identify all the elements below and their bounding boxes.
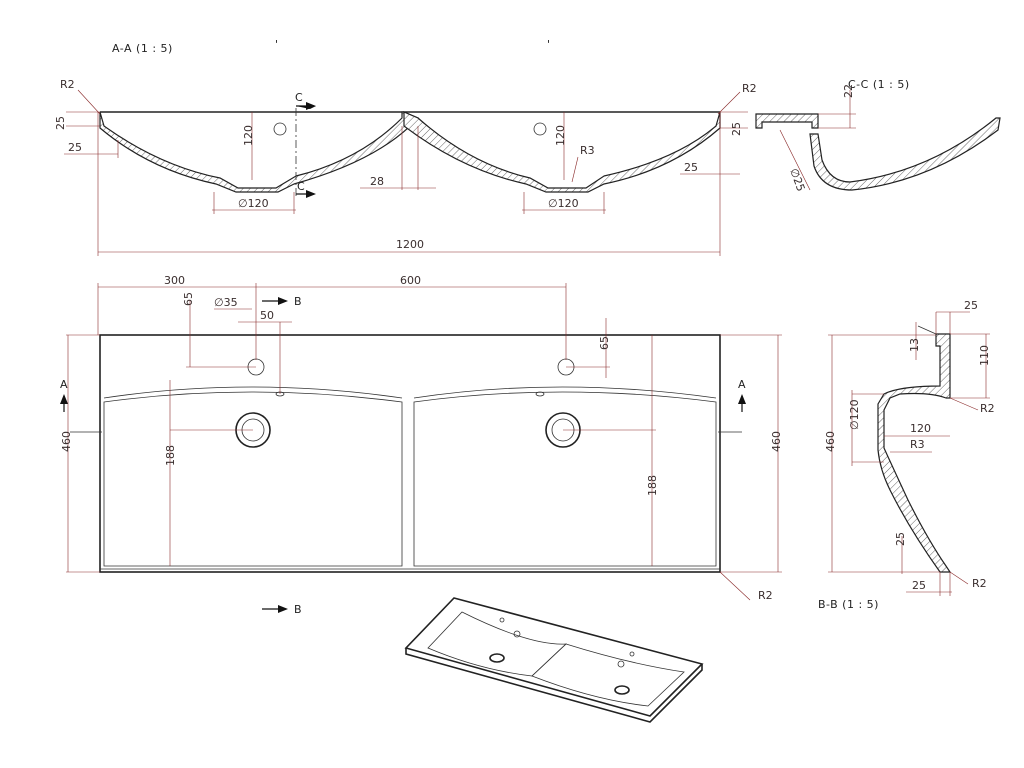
arrow-c-bottom-head <box>306 190 316 198</box>
dim-110: 110 <box>978 345 991 366</box>
dim-25-right-h: 25 <box>684 161 698 174</box>
dim-22: 22 <box>842 84 855 98</box>
dim-120-bb: 120 <box>910 422 931 435</box>
dim-460-bb: 460 <box>824 431 837 452</box>
dim-120-right: 120 <box>554 125 567 146</box>
dim-25-right-v: 25 <box>730 122 743 136</box>
cc-section-profile <box>755 113 819 129</box>
iso-left-tap-hole <box>489 653 505 663</box>
dim-28: 28 <box>370 175 384 188</box>
tick-mark: ' <box>547 38 551 51</box>
bb-section-profile <box>877 333 952 573</box>
dim-25-left-v: 25 <box>54 116 67 130</box>
dim-dia120-bb: ∅120 <box>848 399 861 430</box>
section-letter-b-top: B <box>294 295 302 308</box>
plan-outline <box>99 334 721 573</box>
dim-r2-bb-bottom: R2 <box>972 577 987 590</box>
arrow-c-top-head <box>306 102 316 110</box>
iso-left-drain <box>513 630 521 638</box>
dim-25-left-h: 25 <box>68 141 82 154</box>
dim-r2-left: R2 <box>60 78 75 91</box>
section-letter-b-bottom: B <box>294 603 302 616</box>
plan-left-bowl <box>103 391 403 567</box>
isometric-view <box>404 597 704 723</box>
aa-right-bowl-section <box>403 111 721 193</box>
dim-25-bb-bottom-v: 25 <box>894 532 907 546</box>
dim-dia35: ∅35 <box>214 296 238 309</box>
section-cc-view: C-C (1 : 5) 22 ∅25 <box>755 78 1001 194</box>
arrow-b-bottom-head <box>278 605 288 613</box>
section-aa-title: A-A (1 : 5) <box>112 42 173 55</box>
iso-right-tap-hole <box>614 685 630 695</box>
dim-460-right: 460 <box>770 431 783 452</box>
dim-460-left: 460 <box>60 431 73 452</box>
cut-label-c-bottom: C <box>297 180 305 193</box>
dim-r3-aa: R3 <box>580 144 595 157</box>
dim-65-right: 65 <box>598 336 611 350</box>
dim-dia120-left: ∅120 <box>238 197 269 210</box>
section-bb-title: B-B (1 : 5) <box>818 598 879 611</box>
arrow-b-top-head <box>278 297 288 305</box>
iso-left-overflow <box>499 617 505 623</box>
dimline <box>77 89 101 115</box>
dim-120-left: 120 <box>242 125 255 146</box>
dimline <box>779 129 811 191</box>
aa-left-tap-hole <box>273 122 287 136</box>
dim-188-right: 188 <box>646 475 659 496</box>
dim-r2-right: R2 <box>742 82 757 95</box>
dim-13: 13 <box>908 338 921 352</box>
aa-right-tap-hole <box>533 122 547 136</box>
dim-1200: 1200 <box>396 238 424 251</box>
dimline <box>717 91 741 115</box>
plan-left-bowl-rim <box>103 386 403 399</box>
arrow-a-left-head <box>60 394 68 404</box>
cut-label-c-top: C <box>295 91 303 104</box>
plan-view: 300 600 65 ∅35 50 65 460 460 188 188 R2 <box>60 274 783 616</box>
section-aa-view: A-A (1 : 5) ' ' C C 1200 25 25 R2 R2 <box>54 38 757 256</box>
dim-600: 600 <box>400 274 421 287</box>
plan-right-overflow <box>535 391 545 397</box>
plan-right-bowl-rim <box>413 386 717 399</box>
cc-bowl-profile <box>809 117 1001 191</box>
arrow-a-right-head <box>738 394 746 404</box>
tick-mark: ' <box>275 38 279 51</box>
dim-25-bb-top: 25 <box>964 299 978 312</box>
dimline <box>949 397 979 411</box>
iso-thickness <box>405 648 703 723</box>
dim-r2-bb-top: R2 <box>980 402 995 415</box>
dimline <box>719 571 751 601</box>
dim-dia120-right: ∅120 <box>548 197 579 210</box>
iso-top-surface <box>404 597 704 717</box>
dimline <box>949 571 969 585</box>
bb-edge <box>917 325 937 335</box>
dim-dia25: ∅25 <box>787 167 807 194</box>
dimline <box>571 156 579 183</box>
dim-188-left: 188 <box>164 445 177 466</box>
iso-right-overflow <box>629 651 635 657</box>
plan-right-bowl <box>413 391 717 567</box>
dim-25-bb-bottom-h: 25 <box>912 579 926 592</box>
dim-300: 300 <box>164 274 185 287</box>
iso-right-bowl <box>531 643 685 707</box>
iso-right-drain <box>617 660 625 668</box>
section-cc-title: C-C (1 : 5) <box>848 78 910 91</box>
dim-50: 50 <box>260 309 274 322</box>
section-letter-a-right: A <box>738 378 746 391</box>
section-letter-a-left: A <box>60 378 68 391</box>
dim-65-left: 65 <box>182 292 195 306</box>
dim-r2-plan: R2 <box>758 589 773 602</box>
dim-r3-bb: R3 <box>910 438 925 451</box>
section-bb-view: B-B (1 : 5) 25 13 110 R2 ∅120 120 R3 460… <box>818 299 995 611</box>
